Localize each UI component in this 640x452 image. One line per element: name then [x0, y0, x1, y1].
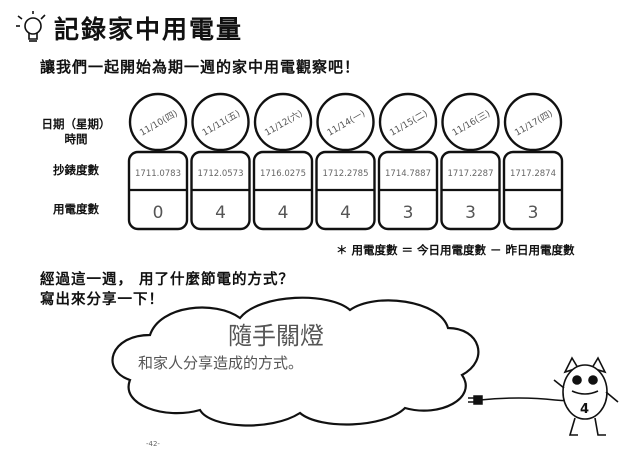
meter-row-label: 抄錶度數: [53, 163, 99, 177]
meter-reading: 1711.0783: [135, 169, 181, 179]
meter-reading: 1712.2785: [323, 169, 369, 179]
intro-text: 讓我們一起開始為期一週的家中用電觀察吧！: [40, 58, 361, 76]
usage-value: 0: [153, 203, 164, 223]
question-line-1: 經過這一週， 用了什麼節電的方式？: [40, 272, 295, 288]
meter-reading: 1714.7887: [385, 169, 431, 179]
date-label-line2: 時間: [64, 132, 88, 146]
date-row-label: 日期（星期） 時間: [36, 117, 116, 147]
mascot-illustration: 4: [553, 356, 619, 436]
date-circle: [191, 92, 250, 152]
formula-note: ＊ 用電度數 ＝ 今日用電度數 － 昨日用電度數: [336, 243, 575, 257]
usage-value: 4: [215, 203, 226, 223]
answer-line-2: 和家人分享造成的方式。: [138, 354, 303, 372]
usage-value: 3: [528, 203, 539, 223]
meter-reading: 1717.2874: [510, 169, 556, 179]
date-circle: [503, 92, 563, 152]
lightbulb-icon: [16, 11, 46, 42]
date-circle: [316, 92, 375, 152]
answer-line-1: 隨手關燈: [228, 322, 324, 350]
page-number: -42-: [146, 440, 160, 448]
usage-value: 3: [403, 203, 414, 223]
usage-value: 3: [465, 203, 476, 223]
page-title: 記錄家中用電量: [54, 15, 244, 44]
title-row: 記錄家中用電量: [18, 10, 243, 46]
date-circle: [253, 92, 313, 152]
usage-value: 4: [340, 203, 351, 223]
meter-reading: 1712.0573: [198, 169, 244, 179]
date-circle: [128, 92, 188, 152]
usage-value: 4: [278, 203, 289, 223]
question-line-2: 寫出來分享一下！: [40, 292, 164, 308]
meter-reading: 1716.0275: [260, 169, 306, 179]
meter-reading: 1717.2287: [448, 169, 494, 179]
answer-cloud: [111, 296, 480, 427]
date-label-line1: 日期（星期）: [41, 117, 111, 131]
date-circle: [441, 92, 500, 152]
usage-row-label: 用電度數: [53, 202, 99, 216]
date-circle: [378, 92, 438, 152]
mascot-number: 4: [580, 402, 589, 417]
